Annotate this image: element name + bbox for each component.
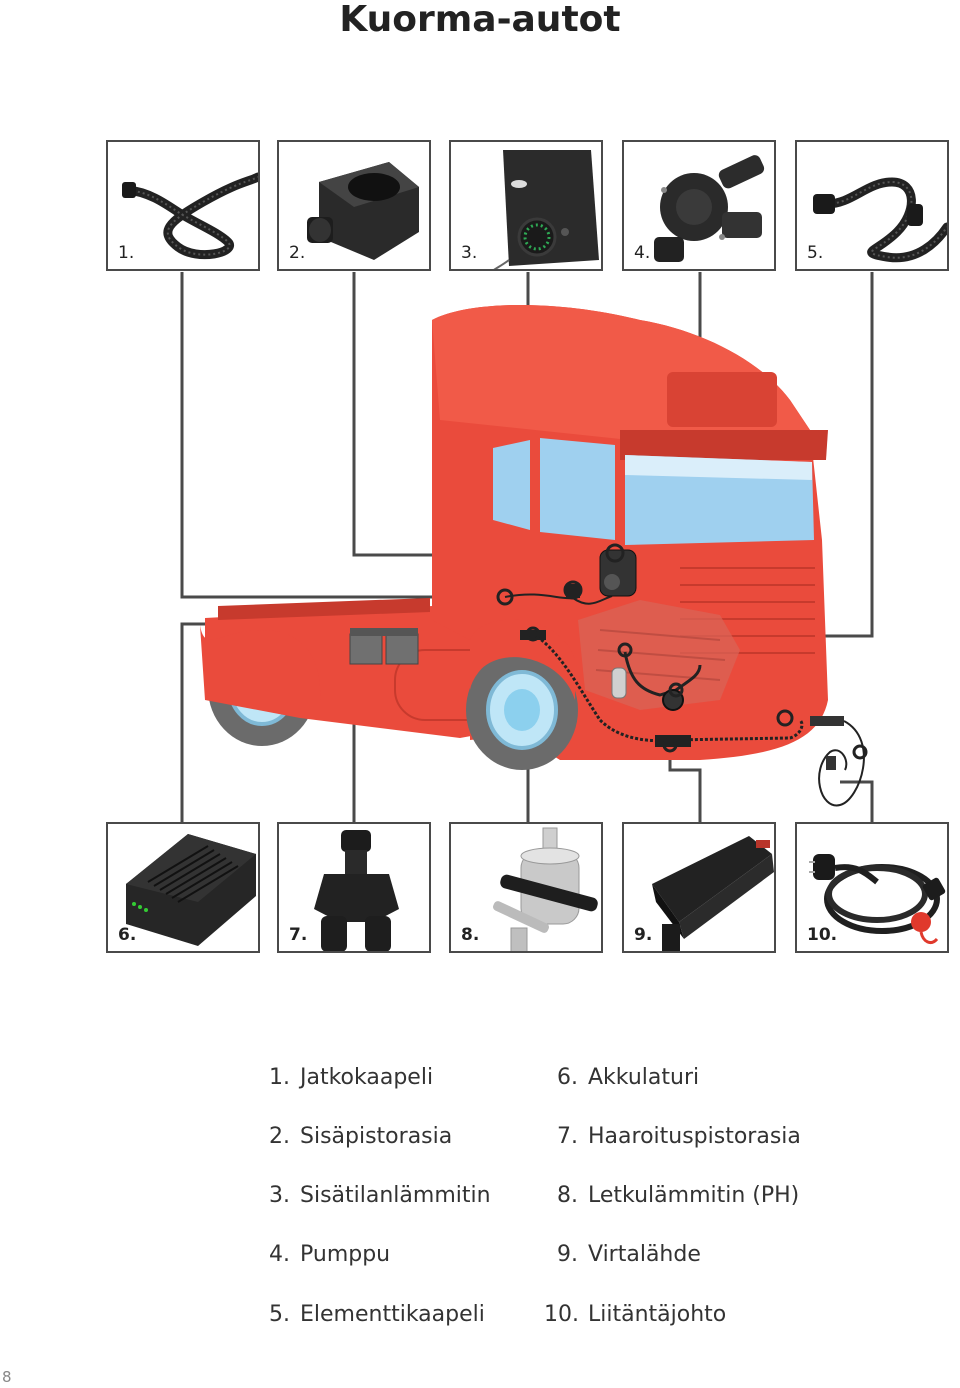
leader-lines [180,272,874,822]
item-box-2: 2. [277,140,431,271]
page-number: 8 [2,1368,12,1386]
item-box-3: 3. [449,140,603,271]
extension-cable-icon [122,172,258,260]
legend-item: 9.Virtalähde [557,1242,701,1267]
power-supply-icon [652,836,774,951]
item-box-6: 6. [106,822,260,953]
truck-illustration [200,305,868,807]
item-number: 2. [289,243,306,263]
item-number: 7. [289,925,308,945]
element-cable-icon [813,177,947,263]
connection-cable-icon [809,854,946,944]
item-box-9: 9. [622,822,776,953]
item-box-1: 1. [106,140,260,271]
item-number: 1. [118,243,135,263]
item-number: 5. [807,243,824,263]
item-number: 9. [634,925,653,945]
item-box-7: 7. [277,822,431,953]
legend-item: 1.Jatkokaapeli [269,1065,434,1090]
legend-item: 4.Pumppu [269,1242,391,1267]
item-number: 10. [807,925,838,945]
item-box-4: 4. [622,140,776,271]
branch-socket-icon [314,830,399,951]
interior-socket-icon [307,162,419,260]
legend-item: 7.Haaroituspistorasia [557,1124,801,1149]
legend-item: 2.Sisäpistorasia [269,1124,453,1149]
legend-item: 5.Elementtikaapeli [269,1302,485,1327]
item-number: 6. [118,925,137,945]
item-number: 8. [461,925,480,945]
item-box-10: 10. [795,822,949,953]
item-box-5: 5. [795,140,949,271]
pump-icon [654,155,765,262]
legend-item: 3.Sisätilanlämmitin [269,1183,491,1208]
item-box-8: 8. [449,822,603,953]
battery-charger-icon [126,834,256,946]
hose-heater-icon [493,827,598,951]
legend-item: 8.Letkulämmitin (PH) [557,1183,800,1208]
item-number: 3. [461,243,478,263]
item-number: 4. [634,243,651,263]
legend-item: 6.Akkulaturi [557,1065,700,1090]
legend-item: 10.Liitäntäjohto [544,1302,727,1327]
page-title: Kuorma-autot [339,0,621,40]
interior-heater-icon [493,150,599,269]
